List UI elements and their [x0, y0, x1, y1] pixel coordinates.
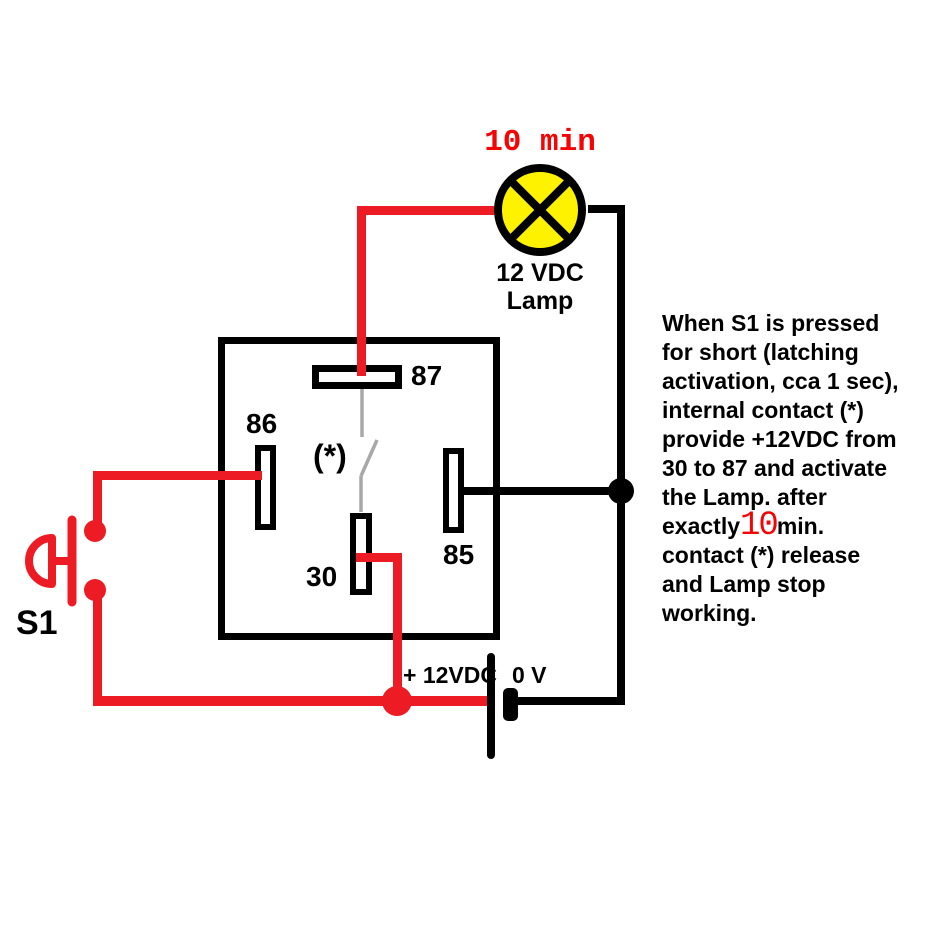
lamp-label: 12 VDC Lamp — [490, 259, 590, 315]
note-line: working. — [662, 600, 757, 626]
wire-s1-top-vertical — [93, 471, 102, 533]
battery-positive-plate — [487, 653, 495, 759]
pushbutton-icon — [25, 515, 106, 607]
note-line: provide +12VDC from — [662, 426, 897, 452]
terminal-86-pin — [255, 445, 276, 530]
wire-lamp-right-horizontal — [588, 205, 625, 213]
wire-ground-vertical — [617, 205, 625, 705]
note-line-mixed: exactly10min. — [662, 509, 922, 543]
lamp-label-line1: 12 VDC — [496, 259, 584, 287]
battery-negative-plate — [503, 688, 518, 721]
terminal-86-label: 86 — [246, 408, 278, 439]
zero-voltage-label: 0 V — [512, 662, 547, 688]
junction-dot-red — [382, 686, 412, 716]
terminal-87-label: 87 — [411, 360, 443, 391]
note-line: activation, cca 1 sec), — [662, 368, 899, 394]
terminal-85-pin — [443, 448, 464, 533]
timer-label: 10 min — [484, 125, 596, 160]
junction-dot-black — [608, 478, 634, 504]
note-line: When S1 is pressed — [662, 310, 880, 336]
wire-s1-to-86-horizontal — [93, 471, 262, 480]
relay-contact-line-icon — [359, 387, 379, 512]
internal-contact-label: (*) — [313, 438, 347, 474]
wire-30-horizontal — [356, 553, 402, 562]
wire-bottom-to-battery-positive — [93, 696, 492, 706]
note-line: the Lamp. after — [662, 484, 827, 510]
note-line8-post: min. — [776, 513, 825, 539]
note-block: When S1 is pressed for short (latching a… — [662, 309, 922, 628]
note-line8-red-number: 10 — [740, 507, 779, 545]
terminal-30-label: 30 — [306, 561, 338, 592]
wire-30-vertical — [393, 553, 402, 703]
terminal-85-label: 85 — [443, 539, 475, 570]
wire-s1-bottom-vertical — [93, 586, 102, 698]
lamp-icon — [494, 164, 586, 256]
wire-85-horizontal — [462, 487, 617, 495]
note-line: contact (*) release — [662, 542, 861, 568]
positive-voltage-label: + 12VDC — [403, 662, 497, 688]
note-line: and Lamp stop — [662, 571, 826, 597]
note-line8-pre: exactly — [662, 513, 741, 539]
wire-lamp-to-87-horizontal — [357, 206, 494, 215]
note-line: 30 to 87 and activate — [662, 455, 887, 481]
note-line: for short (latching — [662, 339, 859, 365]
lamp-label-line2: Lamp — [506, 287, 574, 315]
s1-label: S1 — [16, 604, 58, 642]
note-line: internal contact (*) — [662, 397, 864, 423]
wire-battery-negative-horizontal — [516, 697, 625, 705]
wire-lamp-to-87-vertical — [357, 206, 366, 376]
